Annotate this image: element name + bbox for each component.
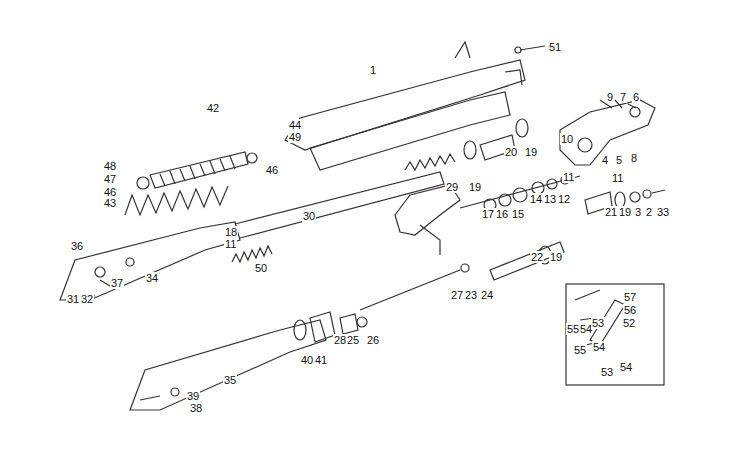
callout-number: 53 [591,317,605,329]
callout-number: 48 [103,160,117,172]
callout-number: 54 [592,341,606,353]
callout-number: 8 [630,152,638,164]
callout-number: 57 [623,291,637,303]
callout-number: 13 [543,193,557,205]
callout-number: 38 [189,402,203,414]
callout-number: 33 [656,206,670,218]
callout-number: 14 [529,193,543,205]
callout-number: 19 [618,206,632,218]
callout-number: 34 [145,272,159,284]
callout-number: 39 [186,390,200,402]
callout-number: 42 [206,102,220,114]
callout-number: 41 [314,354,328,366]
callout-number: 56 [623,304,637,316]
callout-number: 7 [619,91,627,103]
callout-number: 20 [504,146,518,158]
callout-number: 9 [606,91,614,103]
callout-number: 50 [254,262,268,274]
callout-number: 17 [481,208,495,220]
callout-number: 44 [288,119,302,131]
callout-number: 35 [223,374,237,386]
callout-number: 31 [66,293,80,305]
callout-number: 25 [346,334,360,346]
callout-number: 19 [549,251,563,263]
callout-number: 29 [445,181,459,193]
callout-number: 32 [80,293,94,305]
callout-number: 6 [632,91,640,103]
callout-number: 22 [530,251,544,263]
callout-number: 52 [622,317,636,329]
callout-number: 3 [634,206,642,218]
callout-number: 18 [224,226,238,238]
callout-number: 11 [224,238,237,250]
callout-number: 11 [562,171,575,183]
callout-number: 2 [645,206,653,218]
callout-number: 15 [511,208,525,220]
callout-number: 4 [601,154,609,166]
callout-number: 46 [265,164,279,176]
callout-number: 23 [464,289,478,301]
callout-number: 21 [604,206,618,218]
callout-number: 12 [557,193,571,205]
callout-number: 5 [615,154,623,166]
callout-number: 49 [288,131,302,143]
callout-number: 10 [560,133,574,145]
callout-number: 27 [450,289,464,301]
callout-number: 51 [548,41,562,53]
callout-number: 11 [611,172,624,184]
callout-number: 16 [495,208,509,220]
callout-number: 40 [300,354,314,366]
callout-number: 26 [366,334,380,346]
callout-number: 43 [103,197,117,209]
callout-number: 19 [524,146,538,158]
callout-number: 24 [480,289,494,301]
callout-number: 53 [600,366,614,378]
callout-number: 54 [619,361,633,373]
callout-number: 47 [103,173,117,185]
callout-number: 30 [302,210,316,222]
callout-number: 36 [70,240,84,252]
callout-number: 55 [573,344,587,356]
callout-number: 37 [110,277,124,289]
callout-number: 1 [369,64,377,76]
callout-number: 19 [468,181,482,193]
